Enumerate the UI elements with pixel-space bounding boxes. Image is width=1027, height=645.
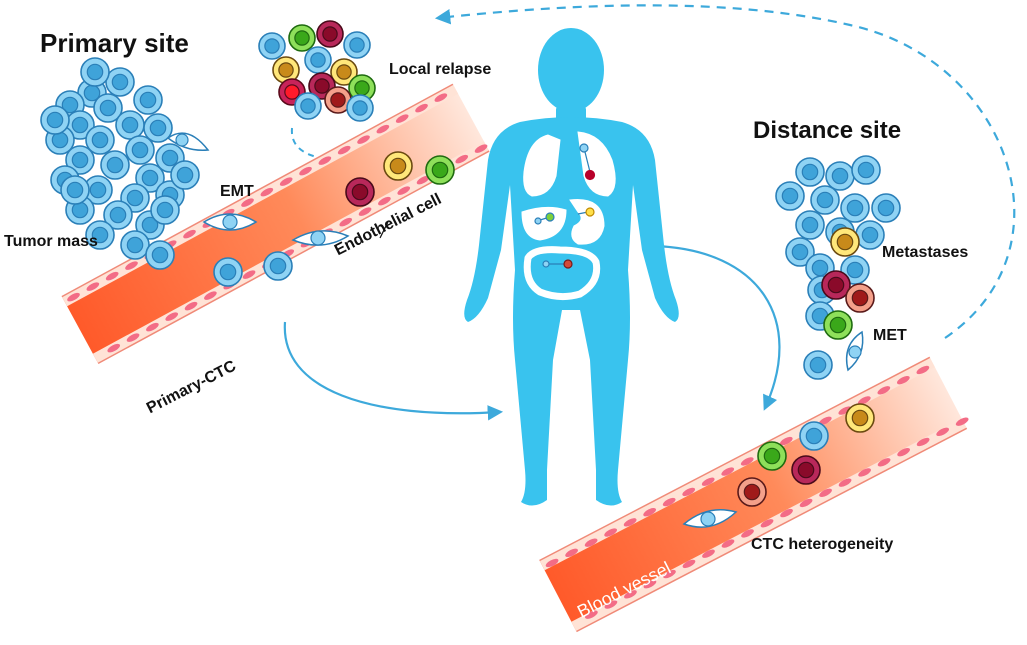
tumor-cell-blue <box>294 92 322 120</box>
tumor-cell-blue <box>803 350 833 380</box>
tumor-cell-maroon <box>791 455 821 485</box>
met-label: MET <box>873 327 907 344</box>
tumor-cell-blue <box>785 237 815 267</box>
organ-markers <box>534 143 596 269</box>
tumor-cell-blue <box>103 200 133 230</box>
tumor-cell-blue <box>65 145 95 175</box>
tumor-cell-blue <box>93 93 123 123</box>
metastases-label: Metastases <box>882 244 969 261</box>
tumor-cell-yellow <box>383 151 413 181</box>
stomach-icon <box>569 199 605 245</box>
intestine-icon <box>523 246 601 301</box>
tumor-cell-blue <box>40 105 70 135</box>
tumor-cell-blue <box>810 185 840 215</box>
tumor-cell-green <box>348 74 376 102</box>
tumor-cell-blue <box>120 230 150 260</box>
human-body <box>464 28 679 506</box>
tumor-mass-label: Tumor mass <box>4 233 98 250</box>
tumor-cell-blue <box>125 135 155 165</box>
endothelial-cells <box>545 365 969 619</box>
lower-vessel-spindle-cell <box>682 509 738 528</box>
tumor-cell-blue <box>871 193 901 223</box>
tumor-cell-yellow <box>330 58 358 86</box>
tumor-cell-yellow <box>845 403 875 433</box>
tumor-cell-blue <box>795 157 825 187</box>
tumor-cell-blue <box>343 31 371 59</box>
tumor-cell-blue <box>145 240 175 270</box>
tumor-cell-blue <box>795 210 825 240</box>
tumor-cell-green <box>823 310 853 340</box>
emt-label: EMT <box>220 183 254 200</box>
circulating-tumor-cells <box>213 151 875 507</box>
tumor-cell-blue <box>143 113 173 143</box>
distance-site-label: Distance site <box>753 117 902 144</box>
tumor-cell-blue <box>258 32 286 60</box>
tumor-cell-blue <box>263 251 293 281</box>
tumor-cell-blue <box>775 181 805 211</box>
emt-spindle-cell <box>202 213 258 231</box>
circulation-arrow-left <box>283 321 504 421</box>
tumor-edge-spindle-cell <box>166 132 210 151</box>
tumor-cell-blue <box>135 163 165 193</box>
internal-organs <box>521 131 616 301</box>
local-relapse-cluster <box>258 20 376 122</box>
tumor-mass-cluster <box>40 57 200 270</box>
lung-left-icon <box>523 134 561 197</box>
circulation-arrow-right <box>654 244 781 411</box>
tumor-cell-maroon <box>345 177 375 207</box>
tumor-cell-blue <box>170 160 200 190</box>
primary-site-label: Primary site <box>40 28 189 58</box>
tumor-cell-blue <box>304 46 332 74</box>
tumor-cell-blue <box>100 150 130 180</box>
tumor-cell-green <box>425 155 455 185</box>
vessel-spindle-cell <box>291 230 350 246</box>
relapse-dashed-arrow <box>290 127 348 166</box>
tumor-cell-salmon <box>845 283 875 313</box>
tumor-cell-green <box>757 441 787 471</box>
local-relapse-label: Local relapse <box>389 61 492 78</box>
tumor-cell-blue <box>213 257 243 287</box>
tumor-cell-blue <box>105 67 135 97</box>
tumor-cell-blue <box>150 195 180 225</box>
tumor-cell-blue <box>346 94 374 122</box>
tumor-cell-blue <box>115 110 145 140</box>
tumor-cell-blue <box>851 155 881 185</box>
metastases-cluster <box>775 155 901 380</box>
tumor-cell-blue <box>60 175 90 205</box>
tumor-cell-salmon <box>737 477 767 507</box>
tumor-cell-blue <box>85 125 115 155</box>
tumor-cell-blue <box>855 220 885 250</box>
tumor-cell-blue <box>825 161 855 191</box>
dashed-return-arrow <box>434 4 1016 339</box>
tumor-cell-yellow <box>830 227 860 257</box>
tumor-cell-blue <box>80 57 110 87</box>
tumor-cell-salmon <box>324 86 352 114</box>
tumor-cell-blue <box>840 193 870 223</box>
tumor-cell-green <box>288 24 316 52</box>
tumor-cell-maroon <box>316 20 344 48</box>
endothelial-pointer <box>379 221 389 239</box>
tumor-cell-maroon <box>821 270 851 300</box>
tumor-cell-blue <box>65 110 95 140</box>
tumor-cell-blue <box>133 85 163 115</box>
met-spindle-cell <box>845 330 864 372</box>
ctc-heterogeneity-label: CTC heterogeneity <box>751 536 894 553</box>
tumor-cell-blue <box>799 421 829 451</box>
tumor-cell-blue <box>85 220 115 250</box>
liver-icon <box>521 206 567 241</box>
